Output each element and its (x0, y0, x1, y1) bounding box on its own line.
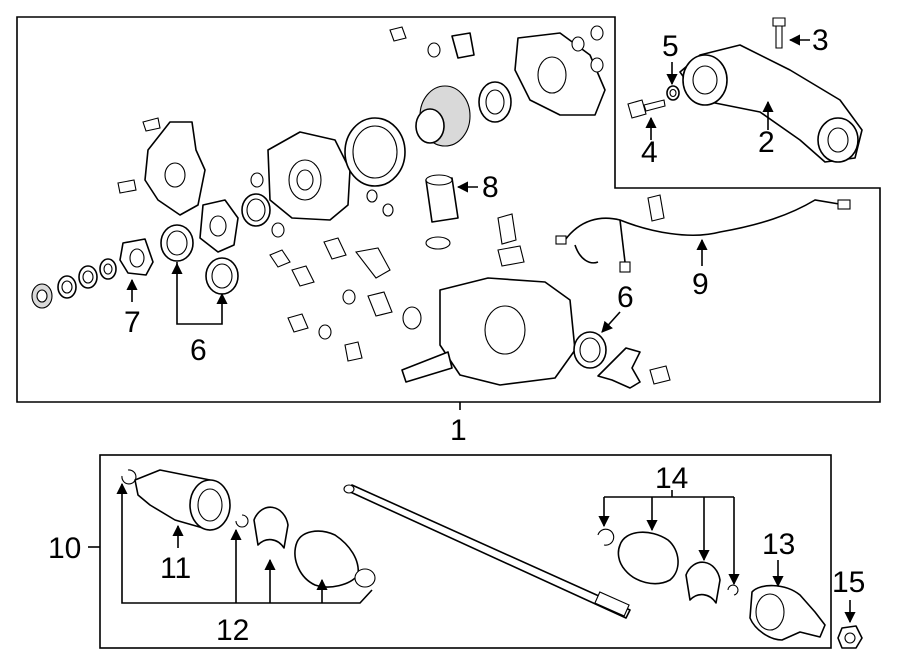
nut-part-15 (837, 625, 863, 649)
leader-lines (88, 34, 856, 624)
callout-7: 7 (124, 306, 141, 339)
bearing-upper (478, 81, 512, 123)
oil-seal-part-6-right (573, 331, 607, 369)
housing-cover (514, 32, 606, 116)
actuator-motor-part-8 (425, 174, 459, 250)
boot-band-inner (253, 506, 289, 549)
callout-8: 8 (482, 171, 499, 204)
callout-4: 4 (641, 136, 658, 169)
boot-inner (294, 530, 376, 588)
bolt-part-4 (627, 99, 666, 119)
callout-13: 13 (762, 528, 795, 561)
axle-shaft (343, 484, 631, 619)
callout-15: 15 (832, 566, 865, 599)
washer-part-5 (666, 85, 680, 101)
callout-11: 11 (160, 552, 191, 585)
clutch-drum (344, 117, 406, 187)
callout-6-left: 6 (190, 334, 207, 367)
boot-outer (597, 528, 739, 604)
bolts-top (389, 25, 604, 73)
clip-ring (235, 514, 249, 528)
joint-boot-inner (121, 469, 231, 531)
callout-3: 3 (812, 24, 829, 57)
wire-harness-part-9 (555, 199, 851, 273)
differential-housing (401, 277, 576, 386)
small-fittings (250, 172, 422, 362)
callout-10: 10 (48, 532, 81, 565)
callout-6-right: 6 (617, 281, 634, 314)
shift-fork (597, 347, 671, 389)
bracket-upper-left (117, 117, 206, 216)
seal-part-7 (119, 238, 154, 276)
callout-1: 1 (450, 414, 467, 447)
wire-bracket-bolts (497, 194, 665, 267)
axle-shaft-frame (99, 454, 832, 649)
bolt-part-3 (772, 17, 786, 49)
outer-joint-part-13 (749, 584, 826, 641)
callout-2: 2 (758, 126, 775, 159)
callout-12: 12 (216, 614, 249, 647)
bearing-stack-left (31, 258, 117, 309)
callout-9: 9 (692, 268, 709, 301)
flange (199, 199, 239, 253)
differential-case (267, 131, 351, 221)
callout-5: 5 (662, 30, 679, 63)
gear (415, 85, 471, 147)
gasket-ring (241, 193, 271, 227)
oil-seal-part-6-left (160, 224, 239, 295)
differential-assembly-frame (16, 16, 881, 403)
callout-14: 14 (655, 462, 688, 495)
